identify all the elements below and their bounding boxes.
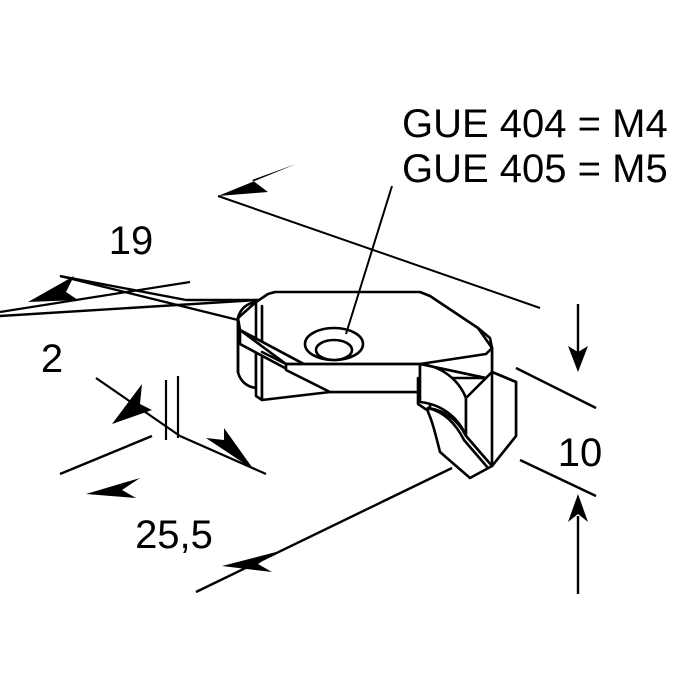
dimension-19-label: 19 bbox=[109, 219, 154, 263]
dimension-10-arrowhead-lower bbox=[568, 494, 588, 522]
dimension-2-label: 2 bbox=[41, 337, 63, 381]
bracket-left-corner-round bbox=[236, 300, 258, 320]
hole-callout-leader bbox=[345, 185, 393, 335]
dimension-2-leader-upper bbox=[95, 377, 181, 437]
dimension-19-group: 19 bbox=[0, 219, 259, 322]
hole-callout-leader-horizontal bbox=[217, 195, 541, 309]
dimension-19-line bbox=[0, 298, 259, 318]
bracket-flange-tip-crease bbox=[426, 406, 490, 470]
note-gue-405: GUE 405 = M5 bbox=[402, 147, 668, 191]
dimension-10-witness-upper bbox=[515, 366, 597, 410]
dimension-25-5-group: 25,5 bbox=[59, 434, 453, 594]
dimension-2-group: 2 bbox=[0, 280, 267, 476]
dimension-25-5-line-upper bbox=[59, 434, 153, 476]
dimension-25-5-arrowhead-upper bbox=[86, 478, 140, 498]
dimension-2-line-upper bbox=[0, 280, 191, 314]
hole-callout-arrowhead bbox=[218, 164, 296, 196]
dimension-10-witness-lower bbox=[519, 458, 597, 498]
notes-group: GUE 404 = M4 GUE 405 = M5 bbox=[402, 102, 668, 191]
countersink-inner-ellipse bbox=[314, 338, 354, 362]
callout-leader-group bbox=[217, 164, 541, 335]
bracket-part-geometry bbox=[236, 290, 518, 480]
dimension-25-5-label: 25,5 bbox=[135, 513, 213, 557]
bracket-top-pad-crease bbox=[238, 328, 488, 380]
dimension-10-arrowhead-upper bbox=[568, 346, 588, 372]
dimension-19-leader bbox=[59, 274, 239, 322]
bracket-flange-right-wall bbox=[490, 370, 518, 468]
dimension-10-label: 10 bbox=[558, 431, 603, 475]
dimension-25-5-line-lower bbox=[195, 466, 453, 594]
note-gue-404: GUE 404 = M4 bbox=[402, 102, 668, 146]
dimension-2-arrowhead-lower bbox=[206, 428, 254, 470]
bracket-flange-tip bbox=[426, 406, 494, 480]
dimension-19-arrowhead bbox=[28, 276, 78, 302]
dimension-10-group: 10 bbox=[515, 304, 603, 594]
bracket-left-crease bbox=[260, 350, 288, 366]
dimension-25-5-arrowhead-lower bbox=[222, 552, 276, 572]
bracket-top-right-chamfer bbox=[476, 326, 494, 350]
